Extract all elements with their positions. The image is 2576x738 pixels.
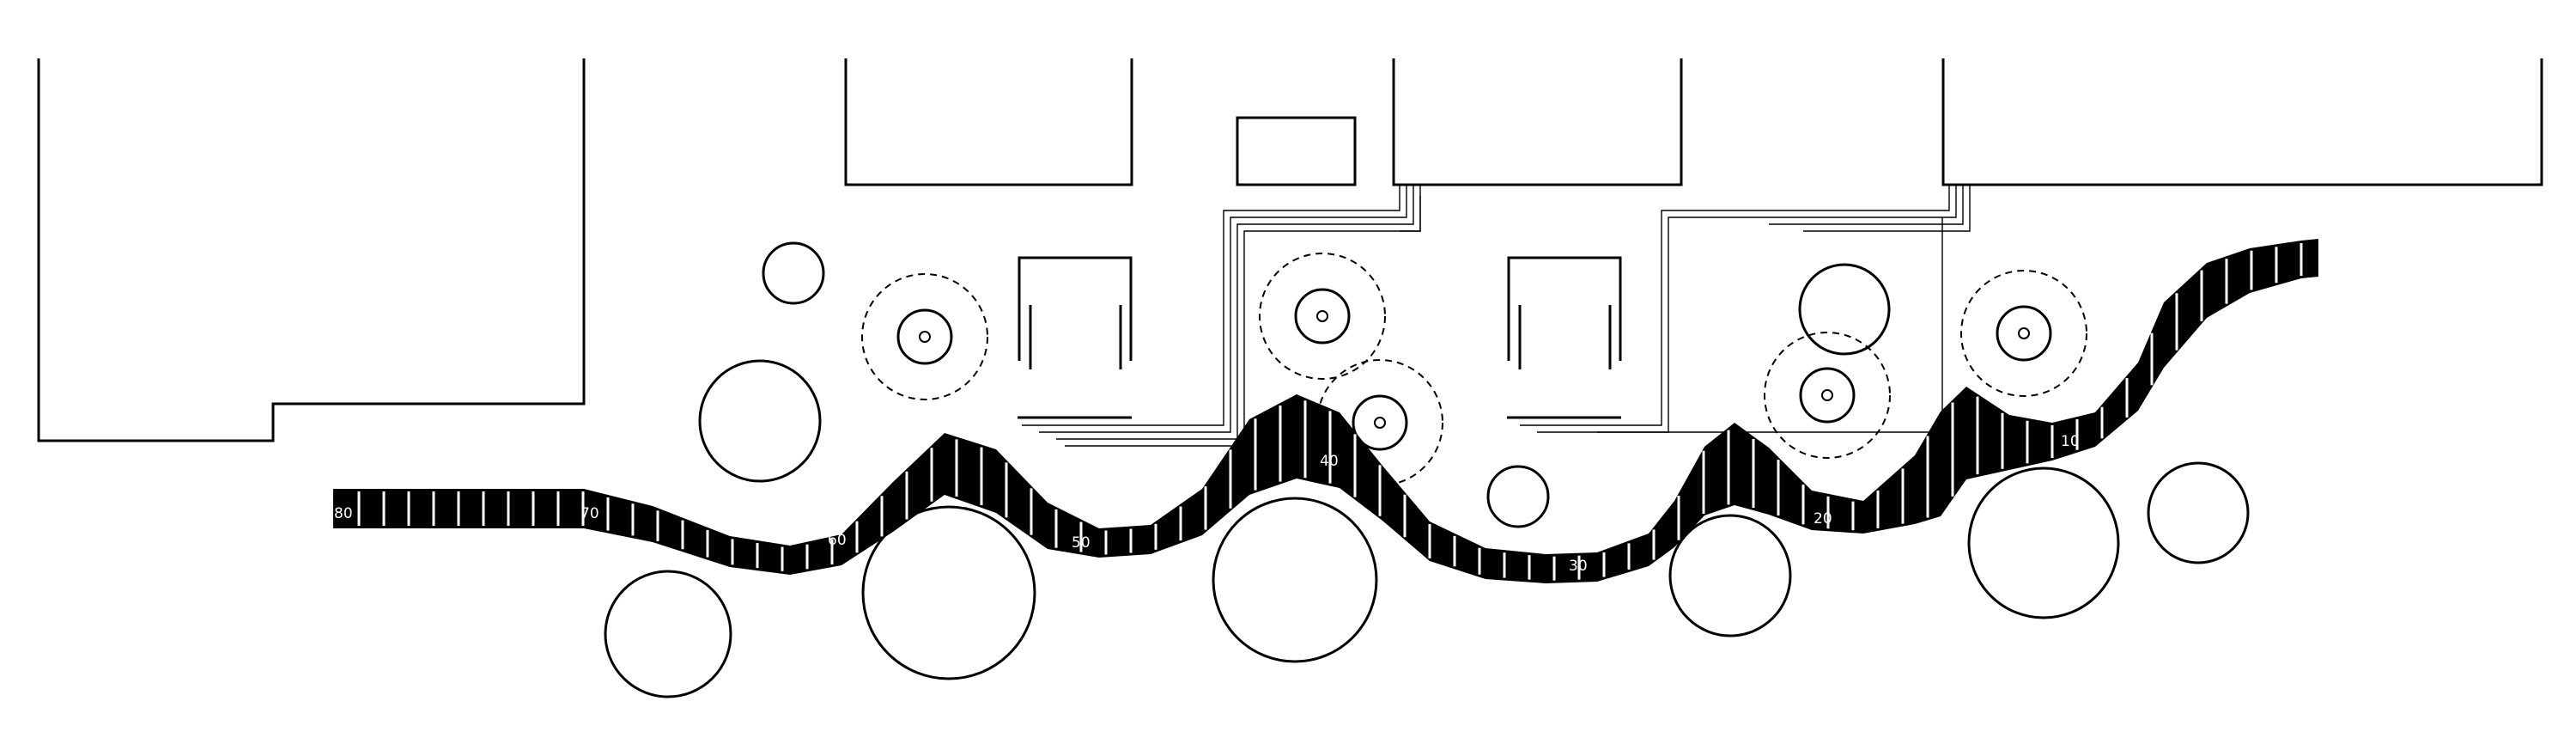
planting-point-4 — [1764, 332, 1891, 459]
tree — [1668, 514, 1792, 637]
path-band — [333, 239, 2318, 583]
distance-marker-60: 60 — [828, 532, 847, 549]
bays — [1018, 256, 1622, 419]
bay-2 — [1507, 256, 1622, 361]
service-line-b4 — [1803, 185, 1971, 232]
distance-marker-10: 10 — [2061, 433, 2080, 450]
tree — [861, 505, 1036, 680]
planting-point-5 — [1960, 270, 2087, 397]
planting-point-2 — [1259, 253, 1386, 380]
service-line-a1 — [1022, 185, 1400, 426]
service-line-b3 — [1769, 185, 1964, 225]
distance-marker-20: 20 — [1814, 510, 1832, 528]
distance-marker-80: 80 — [334, 505, 353, 522]
planting-points — [861, 253, 2087, 486]
distance-marker-50: 50 — [1072, 534, 1091, 552]
tree — [1798, 263, 1891, 356]
trees — [604, 241, 2250, 698]
distance-markers: 80 70 60 50 40 30 20 10 — [334, 433, 2080, 575]
bay-1 — [1018, 256, 1133, 361]
service-lines — [1022, 185, 1971, 447]
path-band-body — [333, 239, 2318, 583]
service-line-a2 — [1039, 185, 1407, 433]
buildings — [37, 58, 2543, 442]
tree — [1212, 497, 1378, 663]
tree — [698, 359, 822, 483]
path-band-separators — [357, 243, 2303, 581]
building-3 — [1392, 58, 1683, 186]
tree — [2147, 461, 2250, 564]
shed — [1236, 116, 1357, 186]
planting-point-1 — [861, 273, 988, 400]
tree — [1486, 465, 1550, 528]
tree — [604, 570, 732, 698]
service-line-b2 — [1537, 185, 1957, 433]
distance-marker-30: 30 — [1569, 558, 1588, 575]
building-left — [37, 58, 586, 442]
tree — [762, 241, 825, 305]
building-2 — [844, 58, 1133, 186]
distance-marker-40: 40 — [1320, 453, 1339, 470]
building-4 — [1941, 58, 2543, 186]
tree — [1967, 467, 2120, 619]
service-line-a5 — [1400, 196, 1421, 232]
service-line-b1 — [1520, 185, 1950, 426]
distance-marker-70: 70 — [580, 505, 599, 522]
service-line-a3 — [1056, 185, 1414, 440]
